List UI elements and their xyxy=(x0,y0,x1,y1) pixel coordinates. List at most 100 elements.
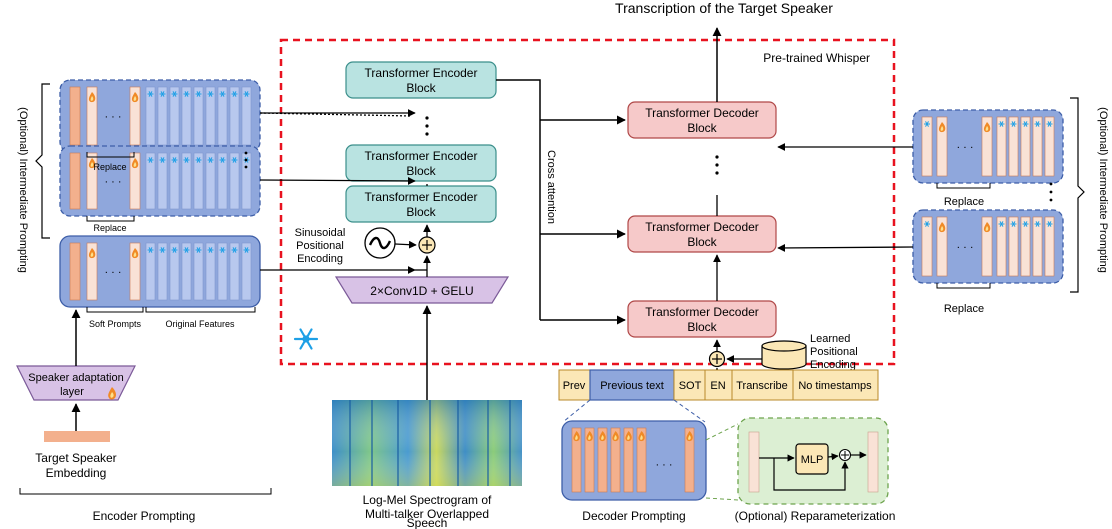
frozen-snowflake-icon xyxy=(243,91,250,97)
feature-column xyxy=(1020,116,1031,177)
feature-column xyxy=(981,116,993,177)
feature-column xyxy=(571,427,582,493)
ellipsis: · · · xyxy=(956,242,973,254)
frozen-snowflake-icon xyxy=(998,121,1005,127)
frozen-snowflake-icon xyxy=(207,157,214,163)
feature-column xyxy=(610,427,621,493)
trainable-flame-icon xyxy=(983,222,991,233)
feature-column xyxy=(169,242,180,301)
feature-column xyxy=(1044,116,1055,177)
target-speaker-line2: Embedding xyxy=(46,466,107,480)
ellipsis: · · · xyxy=(104,111,121,123)
svg-text:Encoding: Encoding xyxy=(297,253,343,265)
ellipsis: · · · xyxy=(104,267,121,279)
frozen-snowflake-icon xyxy=(195,157,202,163)
encoder-vertical-dots xyxy=(425,116,429,136)
feature-column xyxy=(936,116,948,177)
feature-column xyxy=(597,427,608,493)
svg-text:Encoding: Encoding xyxy=(810,359,856,371)
feature-column xyxy=(169,86,180,146)
soft-prompts-label: Soft Prompts xyxy=(89,319,142,329)
cross-attention-bus xyxy=(496,79,541,320)
feature-column xyxy=(86,152,98,210)
feature-column xyxy=(69,152,81,210)
trainable-flame-icon xyxy=(938,222,946,233)
feature-column xyxy=(584,427,595,493)
feature-column xyxy=(1008,116,1019,177)
svg-text:Transformer Encoder: Transformer Encoder xyxy=(365,149,478,163)
speaker-embedding-bar xyxy=(44,431,110,442)
spectrogram-image xyxy=(332,400,522,486)
right-prompt-panel-bottom: · · · xyxy=(912,209,1064,284)
feature-column xyxy=(193,152,204,210)
feature-column xyxy=(157,86,168,146)
feature-column xyxy=(921,116,933,177)
svg-text:Prev: Prev xyxy=(563,380,586,392)
svg-text:2×Conv1D + GELU: 2×Conv1D + GELU xyxy=(370,284,473,298)
svg-text:Block: Block xyxy=(406,81,436,95)
frozen-snowflake-icon xyxy=(231,91,238,97)
svg-text:Transformer Encoder: Transformer Encoder xyxy=(365,66,478,80)
svg-text:Block: Block xyxy=(687,121,717,135)
feature-column xyxy=(69,242,81,301)
feature-column xyxy=(241,152,252,210)
whisper-frame xyxy=(279,38,896,366)
right-replace-bottom: Replace xyxy=(944,303,984,315)
left-prompt-panel-2: · · · xyxy=(59,145,261,217)
feature-column xyxy=(181,242,192,301)
frozen-snowflake-icon xyxy=(207,247,214,253)
svg-text:· · ·: · · · xyxy=(655,459,672,471)
left-replace-bottom: Replace xyxy=(93,223,126,233)
svg-text:Transformer Decoder: Transformer Decoder xyxy=(645,220,759,234)
decoder-vertical-dots xyxy=(715,155,719,175)
learned-positional-cylinder: Learned Positional Encoding xyxy=(761,333,858,371)
svg-text:MLP: MLP xyxy=(801,454,824,466)
original-features-label: Original Features xyxy=(165,319,235,329)
svg-text:layer: layer xyxy=(60,386,84,398)
svg-text:SOT: SOT xyxy=(679,380,702,392)
decoder-block-middle: Transformer Decoder Block xyxy=(627,215,777,253)
feature-column xyxy=(229,242,240,301)
right-replace-top: Replace xyxy=(944,196,984,208)
feature-column xyxy=(1032,216,1043,277)
trainable-flame-icon xyxy=(625,431,632,442)
svg-text:Transcribe: Transcribe xyxy=(736,380,788,392)
feature-column xyxy=(145,86,156,146)
svg-text:Sinusoidal: Sinusoidal xyxy=(295,227,346,239)
trainable-flame-icon xyxy=(108,387,116,400)
cross-attention-label: Cross attention xyxy=(545,150,557,224)
right-prompt-panel-top: · · · xyxy=(912,109,1064,184)
svg-text:Block: Block xyxy=(406,164,436,178)
whisper-label: Pre-trained Whisper xyxy=(763,51,870,65)
trainable-flame-icon xyxy=(938,122,946,133)
trainable-flame-icon xyxy=(686,431,693,442)
feature-column xyxy=(936,216,948,277)
trainable-flame-icon xyxy=(131,158,139,169)
feature-column xyxy=(181,152,192,210)
ellipsis: · · · xyxy=(956,142,973,154)
frozen-snowflake-icon xyxy=(924,221,930,227)
spectrogram-caption-line2: Multi-talker Overlapped xyxy=(365,507,489,521)
feature-column xyxy=(217,152,228,210)
decoder-prompting-label: Decoder Prompting xyxy=(582,509,685,523)
frozen-snowflake-icon xyxy=(183,91,190,97)
frozen-snowflake-icon xyxy=(219,91,226,97)
feature-column xyxy=(169,152,180,210)
speaker-adaptation-layer: Speaker adaptation layer xyxy=(16,365,136,401)
left-prompt-panel-3: · · · xyxy=(59,235,261,308)
left-prompt-panel-top: · · · xyxy=(59,79,261,153)
frozen-snowflake-icon xyxy=(1010,121,1017,127)
frozen-snowflake-icon xyxy=(195,247,202,253)
feature-column xyxy=(217,242,228,301)
feature-column xyxy=(193,242,204,301)
svg-text:Block: Block xyxy=(406,205,436,219)
frozen-snowflake-icon xyxy=(1046,221,1053,227)
feature-column xyxy=(86,86,98,146)
feature-column xyxy=(241,86,252,146)
frozen-snowflake-icon xyxy=(195,91,202,97)
encoder-prompting-label: Encoder Prompting xyxy=(93,509,196,523)
ellipsis: · · · xyxy=(104,176,121,188)
frozen-snowflake-icon xyxy=(171,247,178,253)
feature-column xyxy=(996,116,1007,177)
